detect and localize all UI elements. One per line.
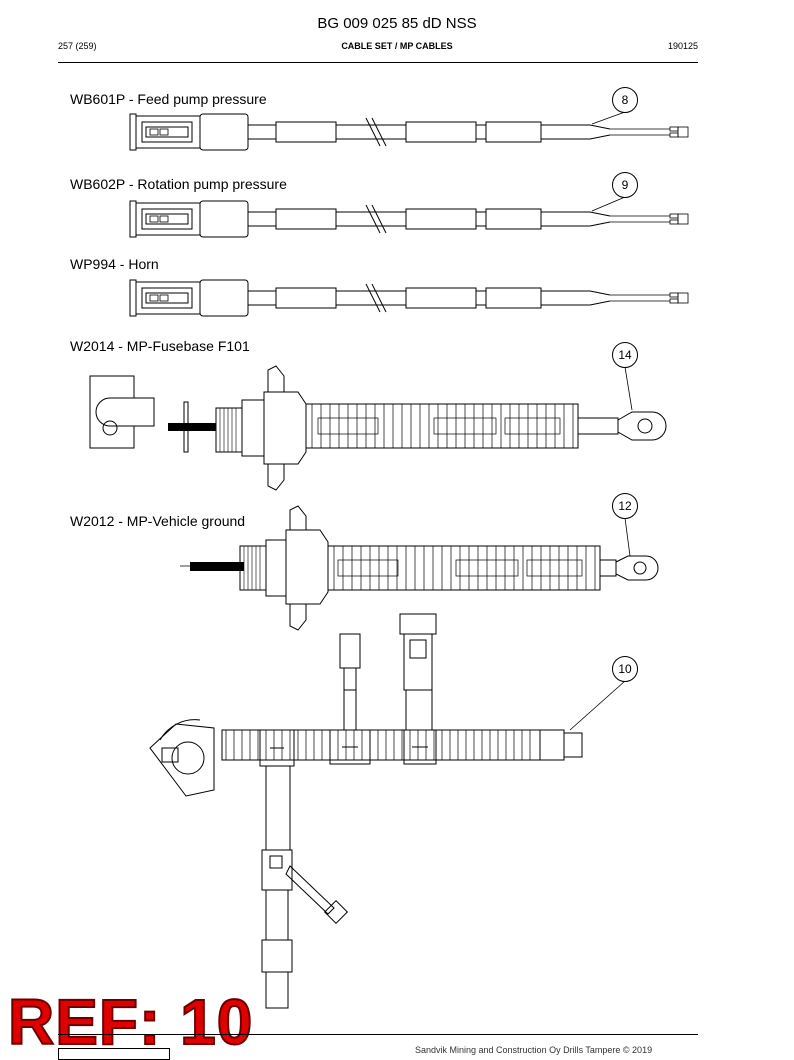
callout-10: 10 [612, 656, 638, 682]
item-label-wb601p: WB601P - Feed pump pressure [70, 91, 267, 107]
date-code: 190125 [667, 41, 698, 51]
callout-12: 12 [612, 493, 638, 519]
w2014-drawing [89, 365, 667, 491]
harness-drawing [149, 613, 626, 1009]
section-title: CABLE SET / MP CABLES [341, 41, 453, 51]
footer-rule [58, 1034, 698, 1035]
footer-copyright: Sandvik Mining and Construction Oy Drill… [415, 1045, 653, 1055]
item-label-wb602p: WB602P - Rotation pump pressure [70, 176, 287, 192]
reference-stamp: REF: 10 [7, 985, 254, 1059]
item-label-w2012: W2012 - MP-Vehicle ground [70, 513, 246, 529]
company-logo [58, 1048, 170, 1060]
header-rule [58, 62, 698, 63]
item-label-w2014: W2014 - MP-Fusebase F101 [70, 338, 250, 354]
w2012-drawing [180, 505, 659, 631]
page-number: 257 (259) [58, 41, 97, 51]
callout-14: 14 [612, 342, 638, 368]
callout-8: 8 [612, 87, 638, 113]
item-label-wp994: WP994 - Horn [70, 256, 159, 272]
document-title: BG 009 025 85 dD NSS [317, 15, 477, 32]
callout-9: 9 [612, 172, 638, 198]
